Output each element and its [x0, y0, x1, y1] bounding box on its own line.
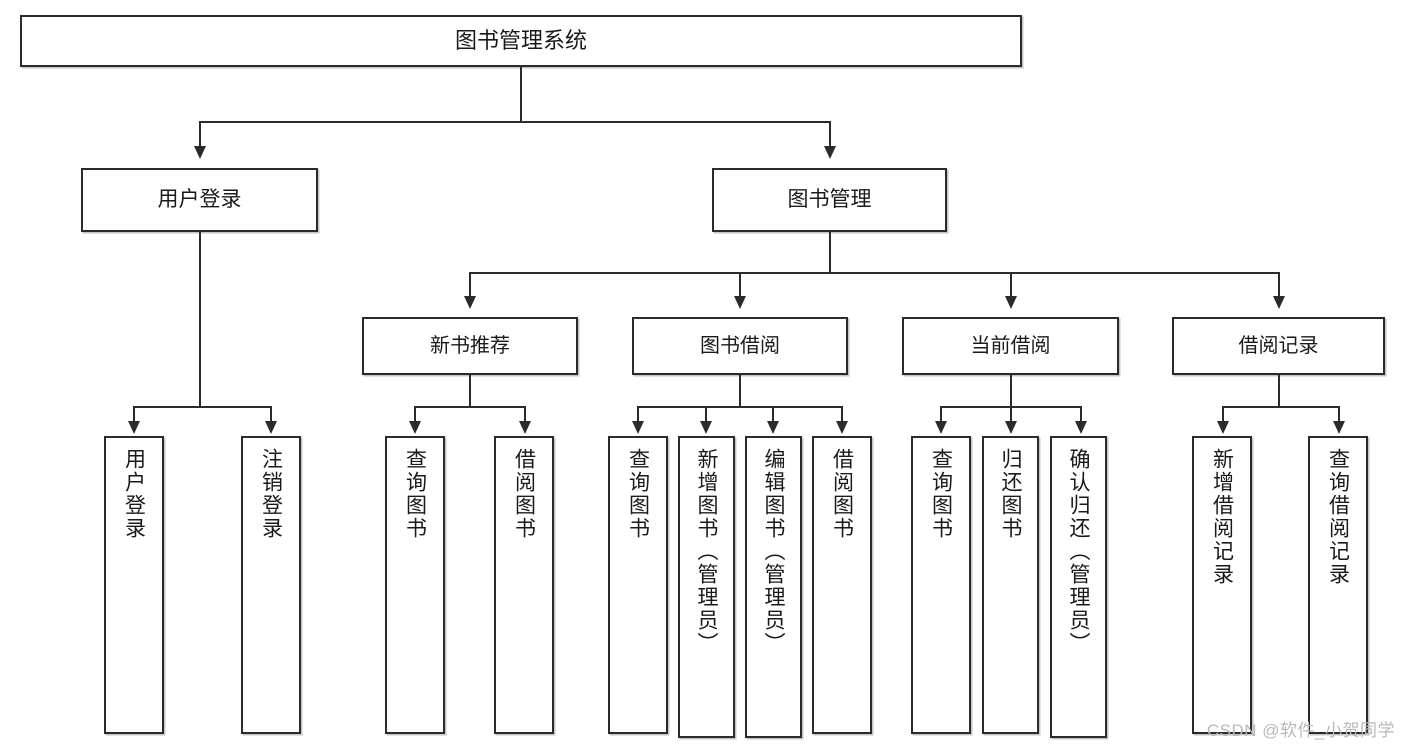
node-label: 图书管理系统 [454, 28, 587, 54]
node-label: 查询图书 [929, 448, 953, 540]
connector-to-current-borrow [1010, 272, 1012, 298]
connector-root-bus [199, 121, 831, 123]
connector-book-borrow-to-leaf-4 [841, 406, 843, 423]
node-label: 借阅图书 [830, 448, 854, 540]
leaf-add-book-admin[interactable]: 新增图书（管理员） [678, 436, 735, 738]
arrow-to-new-book-recommend [464, 296, 476, 309]
connector-to-book-borrow [739, 272, 741, 298]
arrow-to-leaf-borrow-book-1 [519, 421, 531, 434]
arrow-to-leaf-query-record [1333, 421, 1345, 434]
connector-to-borrow-record [1278, 272, 1280, 298]
connector-user-login-bus [133, 406, 271, 408]
arrow-to-leaf-borrow-book-2 [836, 421, 848, 434]
leaf-return-book[interactable]: 归还图书 [982, 436, 1039, 734]
connector-book-manage-stem [829, 232, 831, 273]
arrow-to-leaf-return-book [1005, 421, 1017, 434]
node-label: 查询借阅记录 [1326, 448, 1350, 586]
arrow-to-book-borrow [734, 296, 746, 309]
arrow-to-borrow-record [1273, 296, 1285, 309]
node-new-book-recommend[interactable]: 新书推荐 [362, 317, 578, 375]
connector-borrow-record-to-leaf-1 [1222, 406, 1224, 423]
leaf-confirm-return-admin[interactable]: 确认归还（管理员） [1050, 436, 1107, 738]
node-label: 查询图书 [403, 448, 427, 540]
arrow-to-leaf-user-login [128, 421, 140, 434]
node-book-borrow[interactable]: 图书借阅 [632, 317, 848, 375]
arrow-to-book-manage [824, 146, 836, 159]
node-book-management[interactable]: 图书管理 [712, 168, 947, 232]
node-label: 图书借阅 [700, 334, 780, 357]
connector-book-borrow-to-leaf-1 [637, 406, 639, 423]
connector-current-borrow-to-leaf-1 [940, 406, 942, 423]
node-label: 编辑图书（管理员） [762, 448, 785, 655]
node-label: 图书管理 [787, 187, 872, 211]
leaf-logout[interactable]: 注销登录 [241, 436, 301, 734]
leaf-user-login[interactable]: 用户登录 [104, 436, 164, 734]
node-label: 借阅记录 [1238, 334, 1319, 357]
node-label: 当前借阅 [970, 334, 1051, 357]
node-label: 新增图书（管理员） [695, 448, 718, 655]
connector-new-book-stem [469, 375, 471, 408]
arrow-to-current-borrow [1005, 296, 1017, 309]
connector-to-new-book [469, 272, 471, 298]
connector-current-borrow-to-leaf-3 [1080, 406, 1082, 423]
leaf-edit-book-admin[interactable]: 编辑图书（管理员） [745, 436, 802, 738]
arrow-to-leaf-query-book-3 [935, 421, 947, 434]
connector-book-manage-bus [469, 272, 1279, 274]
leaf-borrow-book-recommend[interactable]: 借阅图书 [494, 436, 554, 734]
connector-root-to-user-login [199, 121, 201, 148]
node-label: 新书推荐 [430, 334, 510, 357]
connector-borrow-record-stem [1278, 375, 1280, 408]
leaf-query-borrow-record[interactable]: 查询借阅记录 [1308, 436, 1368, 734]
node-label: 注销登录 [259, 448, 283, 540]
connector-book-borrow-to-leaf-2 [705, 406, 707, 423]
connector-user-login-stem [199, 232, 201, 407]
connector-borrow-record-to-leaf-2 [1338, 406, 1340, 423]
node-label: 用户登录 [122, 448, 146, 540]
connector-book-borrow-to-leaf-3 [772, 406, 774, 423]
leaf-borrow-book[interactable]: 借阅图书 [812, 436, 872, 734]
arrow-to-leaf-add-record [1217, 421, 1229, 434]
connector-new-book-to-leaf-1 [414, 406, 416, 423]
node-label: 用户登录 [157, 187, 242, 211]
arrow-to-leaf-query-book-1 [409, 421, 421, 434]
arrow-to-leaf-edit-book [767, 421, 779, 434]
arrow-to-leaf-query-book-2 [632, 421, 644, 434]
connector-current-borrow-stem [1010, 375, 1012, 408]
connector-book-borrow-bus [637, 406, 842, 408]
connector-new-book-to-leaf-2 [524, 406, 526, 423]
leaf-add-borrow-record[interactable]: 新增借阅记录 [1192, 436, 1252, 734]
connector-root-to-book-manage [829, 121, 831, 148]
connector-root-stem [520, 67, 522, 122]
connector-user-login-to-leaf-2 [270, 406, 272, 423]
node-borrow-record[interactable]: 借阅记录 [1172, 317, 1385, 375]
connector-book-borrow-stem [739, 375, 741, 408]
node-label: 查询图书 [626, 448, 650, 540]
leaf-query-book-current[interactable]: 查询图书 [911, 436, 971, 734]
connector-borrow-record-bus [1222, 406, 1339, 408]
connector-new-book-bus [414, 406, 526, 408]
node-current-borrow[interactable]: 当前借阅 [902, 317, 1119, 375]
arrow-to-leaf-logout [265, 421, 277, 434]
node-label: 借阅图书 [512, 448, 536, 540]
connector-user-login-to-leaf-1 [133, 406, 135, 423]
arrow-to-user-login [194, 146, 206, 159]
arrow-to-leaf-add-book [700, 421, 712, 434]
leaf-query-book-borrow[interactable]: 查询图书 [608, 436, 668, 734]
arrow-to-leaf-confirm-return [1075, 421, 1087, 434]
watermark-text: CSDN @软件_小贺同学 [1206, 721, 1395, 740]
leaf-query-book-recommend[interactable]: 查询图书 [385, 436, 445, 734]
node-label: 归还图书 [999, 448, 1022, 540]
node-label: 新增借阅记录 [1210, 448, 1234, 586]
node-user-login[interactable]: 用户登录 [81, 168, 318, 232]
connector-current-borrow-to-leaf-2 [1010, 406, 1012, 423]
node-label: 确认归还（管理员） [1067, 448, 1090, 655]
node-root-system[interactable]: 图书管理系统 [20, 15, 1022, 67]
